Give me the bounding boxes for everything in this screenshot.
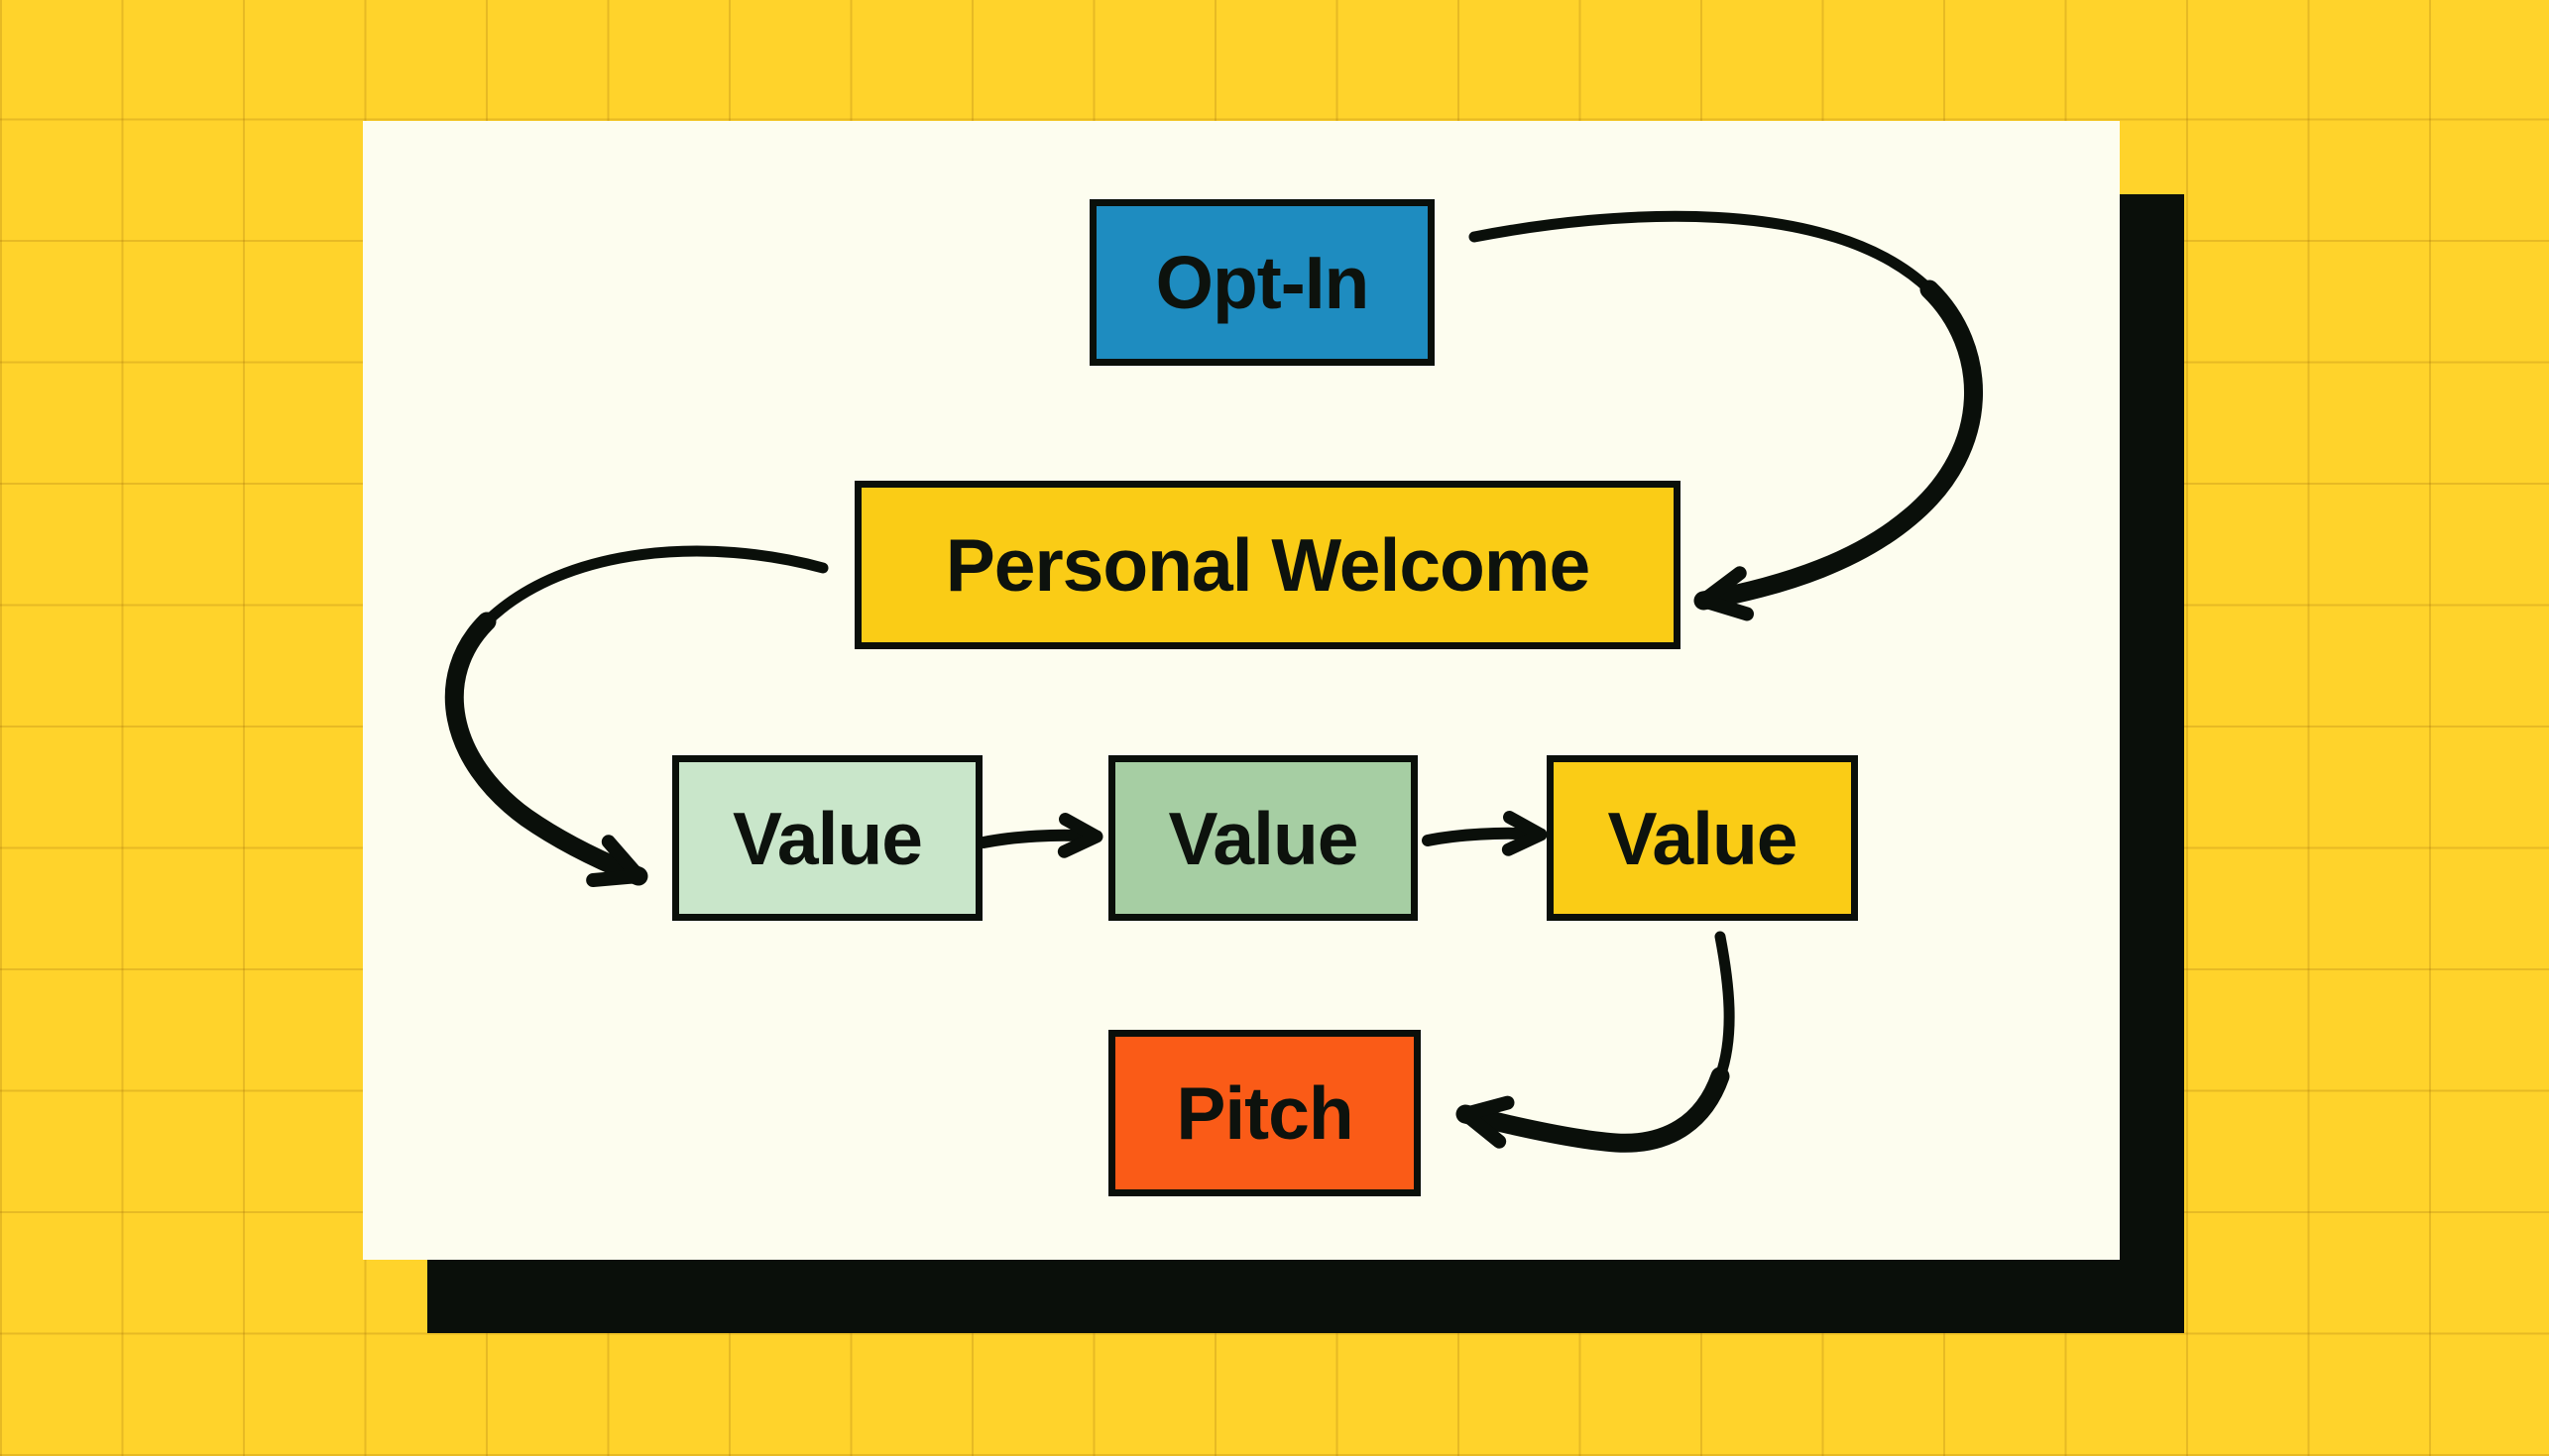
- node-label: Personal Welcome: [945, 523, 1591, 607]
- node-value-3: Value: [1547, 755, 1858, 921]
- node-label: Opt-In: [1155, 241, 1370, 324]
- node-value-1: Value: [672, 755, 983, 921]
- node-opt-in: Opt-In: [1090, 199, 1435, 366]
- flowchart-card: Opt-In Personal Welcome Value Value Valu…: [363, 121, 2120, 1260]
- node-label: Value: [733, 796, 923, 880]
- node-label: Value: [1168, 796, 1359, 880]
- arrow-value-2-to-value-3: [1422, 811, 1548, 856]
- arrow-value-1-to-value-2: [978, 813, 1103, 858]
- node-value-2: Value: [1108, 755, 1418, 921]
- arrow-value-3-to-pitch: [1455, 931, 1735, 1153]
- node-label: Value: [1607, 796, 1798, 880]
- node-personal-welcome: Personal Welcome: [855, 481, 1680, 649]
- node-pitch: Pitch: [1108, 1030, 1421, 1196]
- node-label: Pitch: [1176, 1071, 1353, 1155]
